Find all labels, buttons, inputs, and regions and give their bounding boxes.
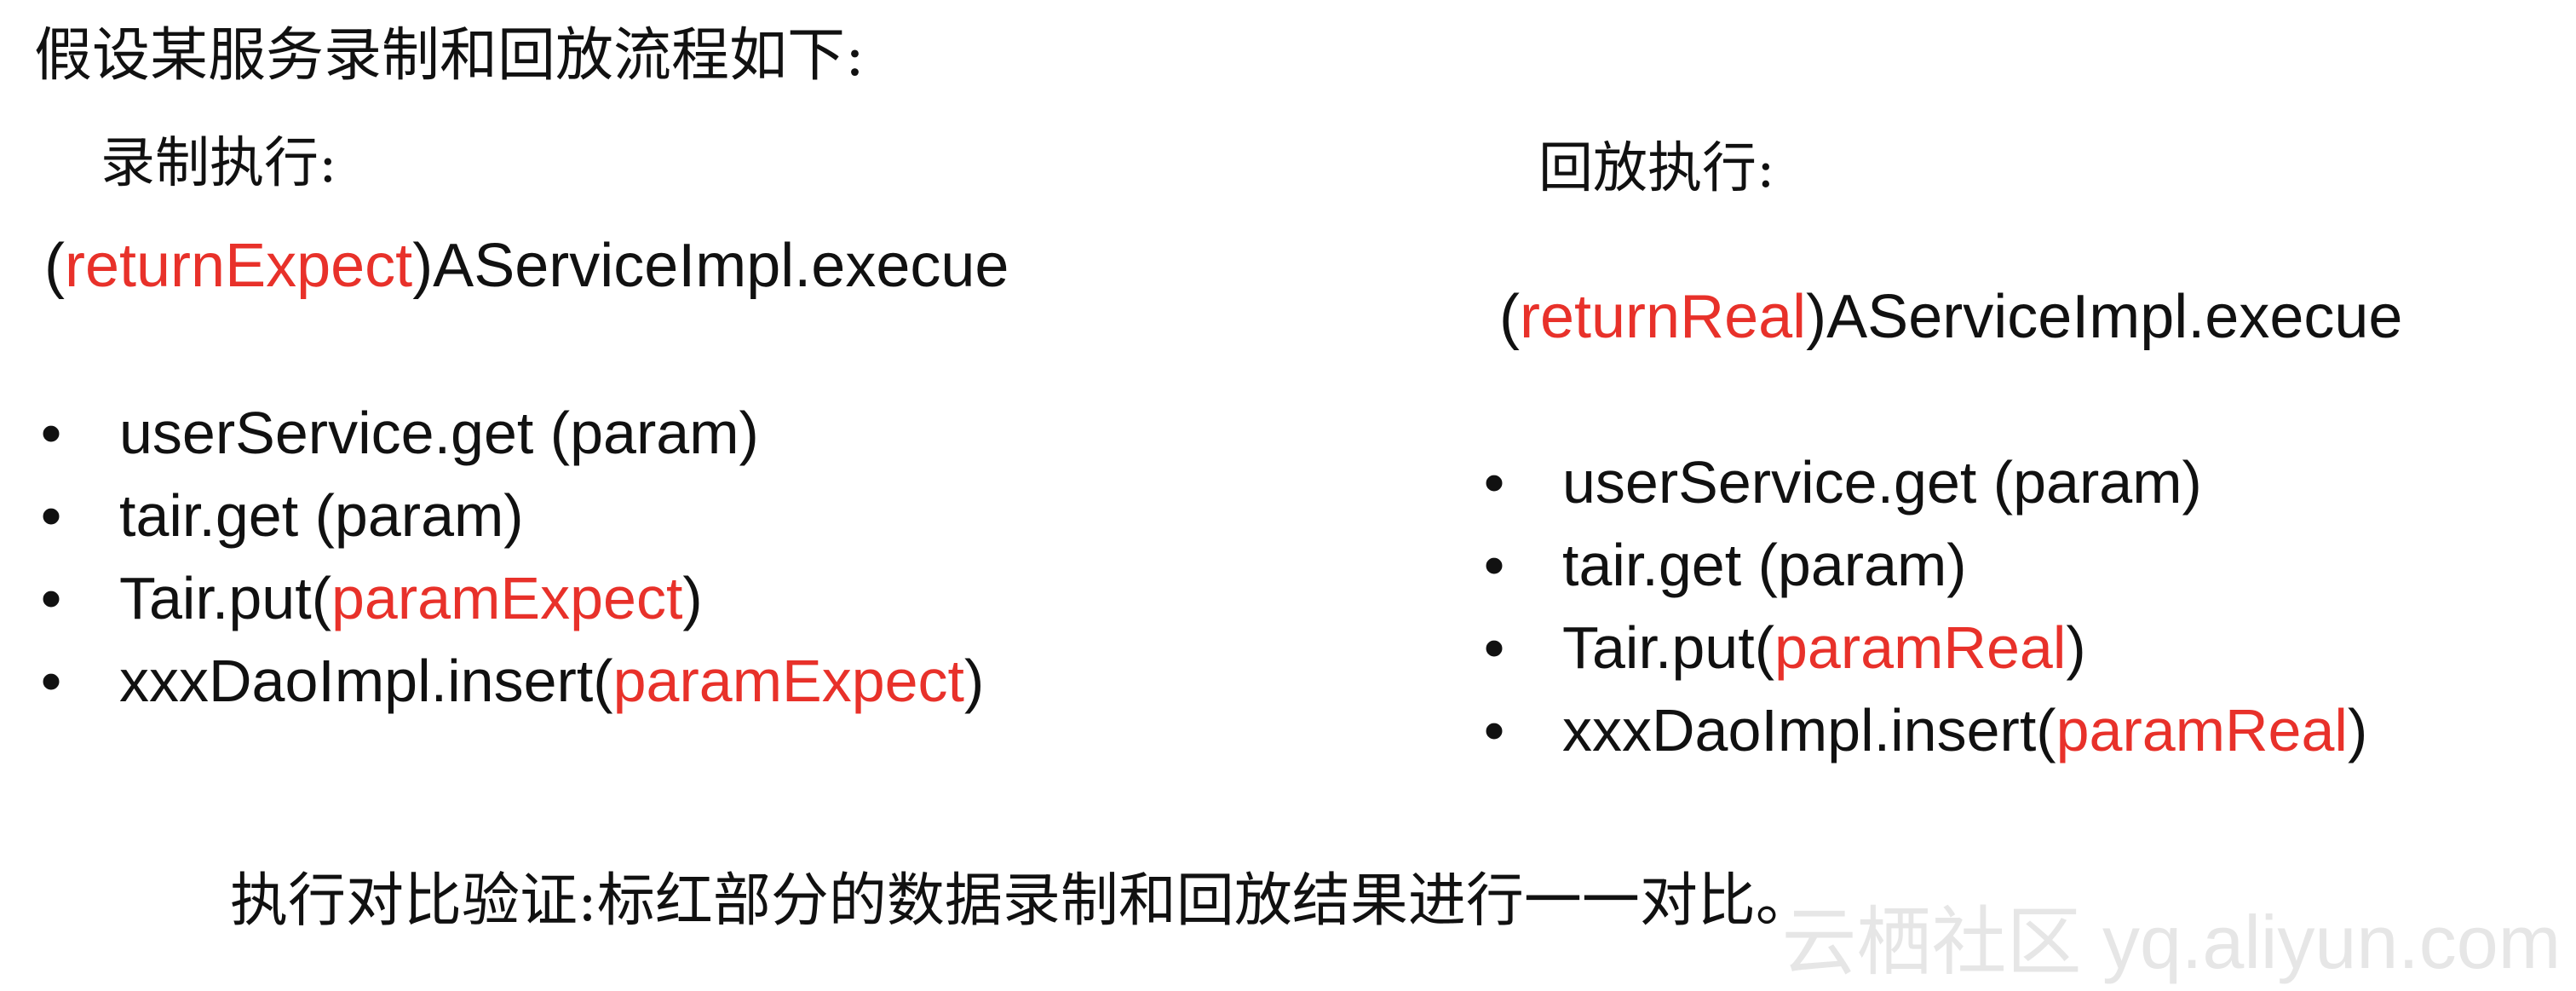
step-suffix: ): [964, 648, 985, 714]
param-real-highlight: paramReal: [2056, 697, 2348, 763]
call-open-paren: (: [1499, 283, 1520, 351]
param-expect-highlight: paramExpect: [612, 648, 965, 714]
intro-heading: 假设某服务录制和回放流程如下:: [34, 22, 865, 89]
list-item: • userService.get (param): [34, 392, 984, 475]
step-text: userService.get (param): [1562, 449, 2202, 516]
step-text: userService.get (param): [119, 400, 759, 466]
record-call-line: (returnExpect)AServiceImpl.execue: [44, 230, 1009, 302]
list-item: • userService.get (param): [1477, 441, 2367, 524]
call-close-paren: ): [412, 232, 434, 300]
list-item: • xxxDaoImpl.insert(paramExpect): [34, 640, 985, 723]
param-real-highlight: paramReal: [1774, 614, 2067, 681]
bullet-icon: •: [1483, 697, 1505, 763]
call-open-paren: (: [44, 232, 65, 300]
list-item: • Tair.put(paramReal): [1477, 607, 2367, 689]
record-heading: 录制执行:: [101, 132, 337, 195]
conclusion-text: 执行对比验证:标红部分的数据录制和回放结果进行一一对比。: [230, 867, 1814, 935]
call-method: AServiceImpl.execue: [1826, 283, 2403, 351]
step-prefix: Tair.put(: [1562, 614, 1774, 681]
param-expect-highlight: paramExpect: [331, 565, 683, 631]
bullet-icon: •: [40, 482, 62, 549]
step-prefix: xxxDaoImpl.insert(: [119, 648, 613, 714]
call-close-paren: ): [1806, 283, 1827, 351]
record-steps-list: • userService.get (param) • tair.get (para…: [34, 392, 985, 723]
replay-heading: 回放执行:: [1538, 137, 1775, 200]
call-method: AServiceImpl.execue: [433, 232, 1009, 300]
bullet-icon: •: [1483, 614, 1505, 681]
return-expect-highlight: returnExpect: [64, 232, 413, 300]
replay-steps-list: • userService.get (param) • tair.get (para…: [1477, 441, 2368, 772]
return-real-highlight: returnReal: [1519, 283, 1807, 351]
bullet-icon: •: [40, 648, 62, 714]
list-item: • tair.get (param): [34, 475, 984, 557]
list-item: • tair.get (param): [1477, 524, 2367, 607]
list-item: • xxxDaoImpl.insert(paramReal): [1477, 689, 2368, 772]
step-prefix: xxxDaoImpl.insert(: [1562, 697, 2056, 763]
list-item: • Tair.put(paramExpect): [34, 557, 984, 640]
step-suffix: ): [682, 565, 703, 631]
bullet-icon: •: [1483, 532, 1505, 598]
bullet-icon: •: [40, 400, 62, 466]
step-text: tair.get (param): [1562, 532, 1967, 598]
bullet-icon: •: [1483, 449, 1505, 516]
step-prefix: Tair.put(: [119, 565, 331, 631]
step-suffix: ): [2066, 614, 2086, 681]
step-suffix: ): [2347, 697, 2368, 763]
replay-call-line: (returnReal)AServiceImpl.execue: [1499, 281, 2402, 353]
step-text: tair.get (param): [119, 482, 524, 549]
watermark: 云栖社区 yq.aliyun.com: [1781, 900, 2561, 984]
bullet-icon: •: [40, 565, 62, 631]
